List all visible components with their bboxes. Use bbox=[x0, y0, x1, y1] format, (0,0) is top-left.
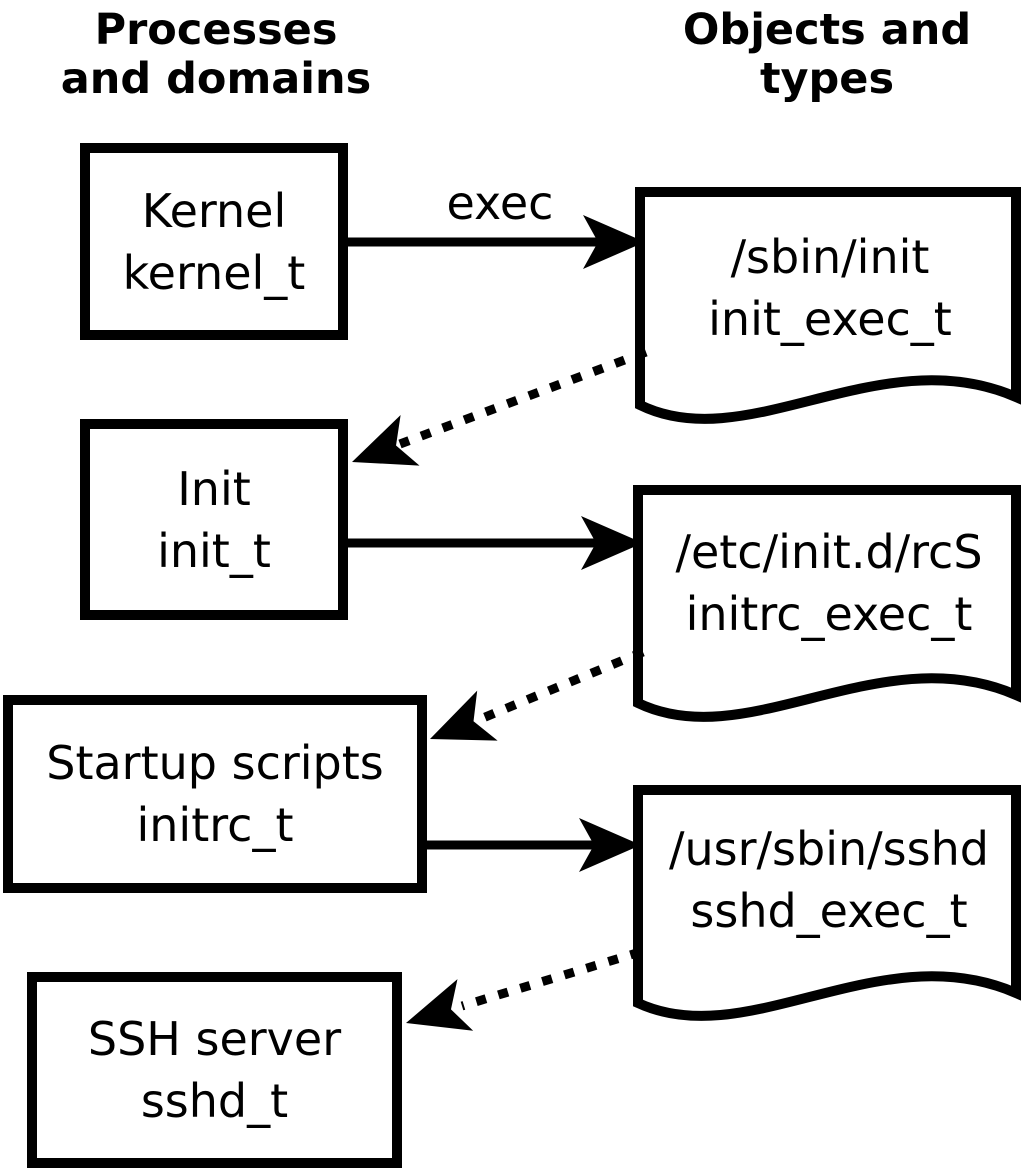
transition-arrow-sshdexec-to-sshd bbox=[398, 947, 642, 1049]
process-domain: kernel_t bbox=[122, 245, 306, 300]
process-box-kernel: Kernel kernel_t bbox=[80, 143, 348, 340]
transition-arrow-initrcexec-to-initrc bbox=[419, 647, 645, 764]
document-shape-etc-initd-rcs bbox=[633, 485, 1021, 722]
column-heading-objects: Objects and types bbox=[632, 6, 1022, 104]
process-domain: sshd_t bbox=[140, 1074, 289, 1128]
document-shape-sbin-init bbox=[635, 187, 1021, 424]
process-name: SSH server bbox=[87, 1012, 342, 1066]
process-box-init: Init init_t bbox=[80, 419, 348, 620]
transition-arrow-initexec-to-init bbox=[342, 347, 648, 488]
exec-arrow-init-to-rcs bbox=[348, 516, 643, 570]
process-name: Init bbox=[177, 461, 251, 516]
process-domain: initrc_t bbox=[136, 798, 294, 852]
process-box-ssh-server: SSH server sshd_t bbox=[27, 972, 402, 1168]
process-box-startup-scripts: Startup scripts initrc_t bbox=[3, 695, 427, 893]
exec-arrow-kernel-to-sbin-init bbox=[348, 215, 645, 269]
exec-edge-label: exec bbox=[446, 176, 554, 230]
exec-arrow-initrc-to-sshd bbox=[427, 818, 641, 872]
process-name: Kernel bbox=[141, 183, 287, 238]
process-name: Startup scripts bbox=[46, 736, 384, 790]
heading-line: Processes bbox=[94, 5, 338, 55]
heading-line: types bbox=[759, 54, 895, 104]
heading-line: Objects and bbox=[682, 5, 972, 55]
document-shape-usr-sbin-sshd bbox=[633, 785, 1021, 1021]
heading-line: and domains bbox=[60, 54, 372, 104]
process-domain: init_t bbox=[157, 523, 271, 578]
column-heading-processes: Processes and domains bbox=[0, 6, 432, 104]
